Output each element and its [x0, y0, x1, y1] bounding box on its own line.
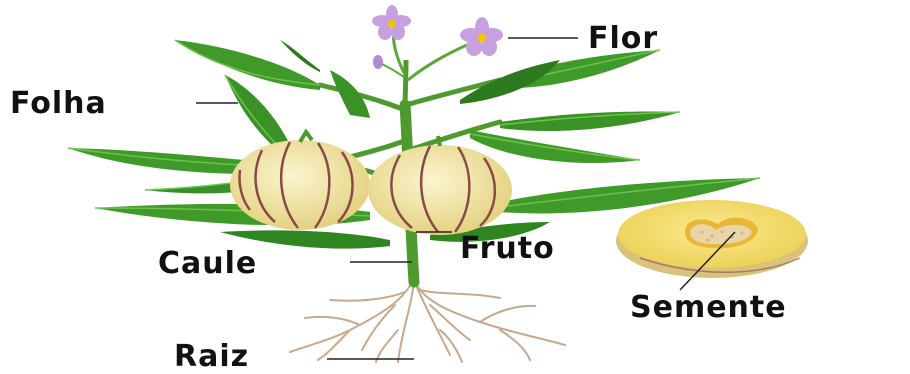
label-leaf: Folha [10, 86, 107, 121]
label-seed: Semente [630, 290, 787, 325]
fruit-cross-section [616, 200, 808, 278]
label-flower: Flor [588, 21, 658, 56]
label-fruit: Fruto [460, 231, 555, 266]
label-root: Raiz [174, 339, 249, 369]
fruit-left [230, 132, 370, 230]
flower-bud [373, 55, 383, 69]
roots [290, 278, 565, 362]
label-stem: Caule [158, 246, 257, 281]
flower-right [460, 17, 503, 56]
flower-left [372, 5, 411, 40]
fruit-right [368, 136, 512, 235]
